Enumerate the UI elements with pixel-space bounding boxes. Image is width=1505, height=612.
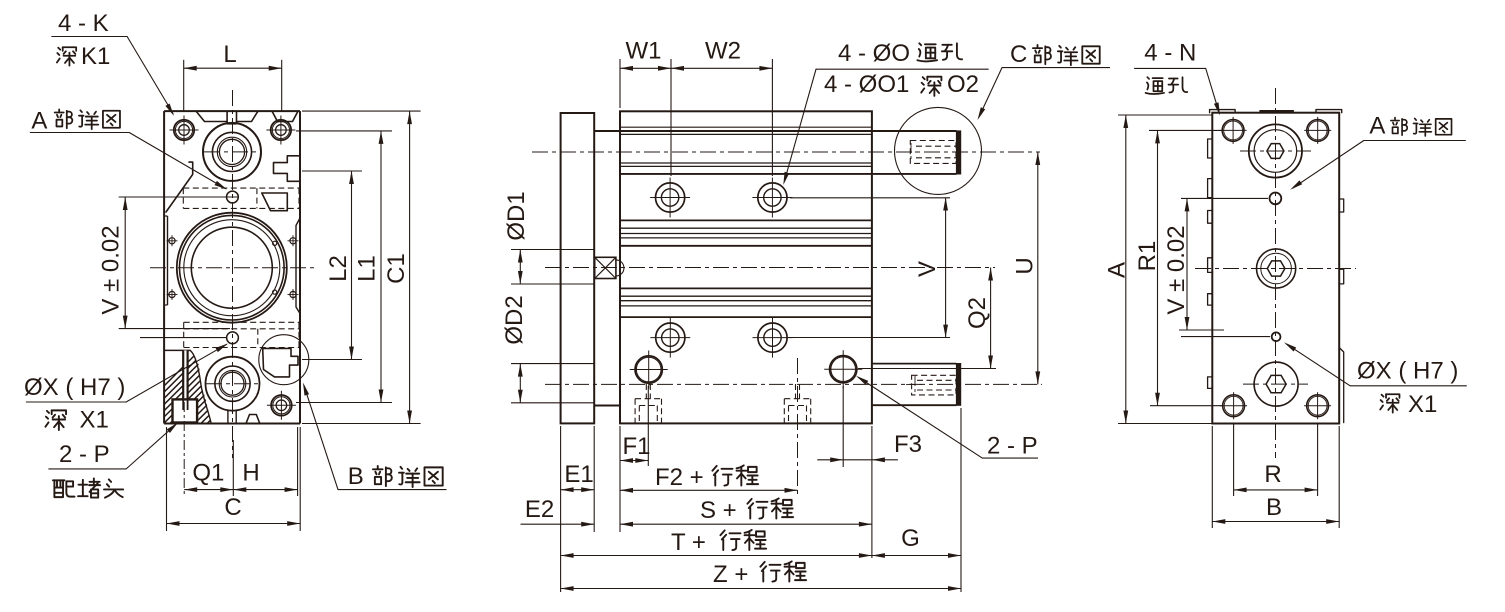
svg-text:4 - N: 4 - N <box>1144 40 1196 67</box>
svg-text:S +: S + <box>700 497 737 524</box>
svg-text:L2: L2 <box>325 255 352 282</box>
svg-text:F3: F3 <box>894 431 922 458</box>
svg-text:ØD2: ØD2 <box>501 295 528 344</box>
svg-text:C1: C1 <box>383 253 410 284</box>
svg-text:A: A <box>31 107 47 134</box>
svg-text:Q1: Q1 <box>192 460 224 487</box>
svg-text:L1: L1 <box>354 255 381 282</box>
svg-text:F1: F1 <box>622 433 650 460</box>
svg-text:V ± 0.02: V ± 0.02 <box>1163 225 1190 314</box>
svg-text:G: G <box>901 525 920 552</box>
svg-text:K1: K1 <box>81 43 110 70</box>
svg-text:X1: X1 <box>80 407 109 434</box>
svg-text:H: H <box>242 460 259 487</box>
svg-text:C: C <box>224 494 241 521</box>
svg-text:B: B <box>1266 494 1282 521</box>
svg-text:L: L <box>223 41 236 68</box>
svg-text:ØD1: ØD1 <box>503 191 530 240</box>
svg-text:B: B <box>348 463 364 490</box>
svg-text:T +: T + <box>671 529 706 556</box>
svg-text:F2 +: F2 + <box>655 464 704 491</box>
svg-text:E2: E2 <box>525 496 554 523</box>
svg-text:2 - P: 2 - P <box>987 433 1038 460</box>
svg-text:A: A <box>1369 113 1385 140</box>
svg-text:V: V <box>914 261 941 277</box>
svg-text:W2: W2 <box>705 38 741 65</box>
svg-text:Q2: Q2 <box>964 297 991 329</box>
svg-text:ØX ( H7 ): ØX ( H7 ) <box>24 374 125 401</box>
svg-text:V ± 0.02: V ± 0.02 <box>98 225 125 314</box>
svg-text:E1: E1 <box>564 461 593 488</box>
svg-text:C: C <box>1010 41 1027 68</box>
svg-text:4 - ØO: 4 - ØO <box>838 40 910 67</box>
svg-text:4 - K: 4 - K <box>58 10 109 37</box>
svg-text:R: R <box>1264 461 1281 488</box>
svg-text:O2: O2 <box>947 71 979 98</box>
svg-text:X1: X1 <box>1408 391 1437 418</box>
svg-text:R1: R1 <box>1134 241 1161 272</box>
svg-text:4 - ØO1: 4 - ØO1 <box>824 71 909 98</box>
svg-text:2 - P: 2 - P <box>59 441 110 468</box>
svg-text:W1: W1 <box>626 38 662 65</box>
svg-text:A: A <box>1104 262 1131 278</box>
svg-text:ØX ( H7 ): ØX ( H7 ) <box>1357 358 1458 385</box>
svg-text:U: U <box>1012 257 1039 274</box>
svg-text:Z +: Z + <box>713 561 748 588</box>
